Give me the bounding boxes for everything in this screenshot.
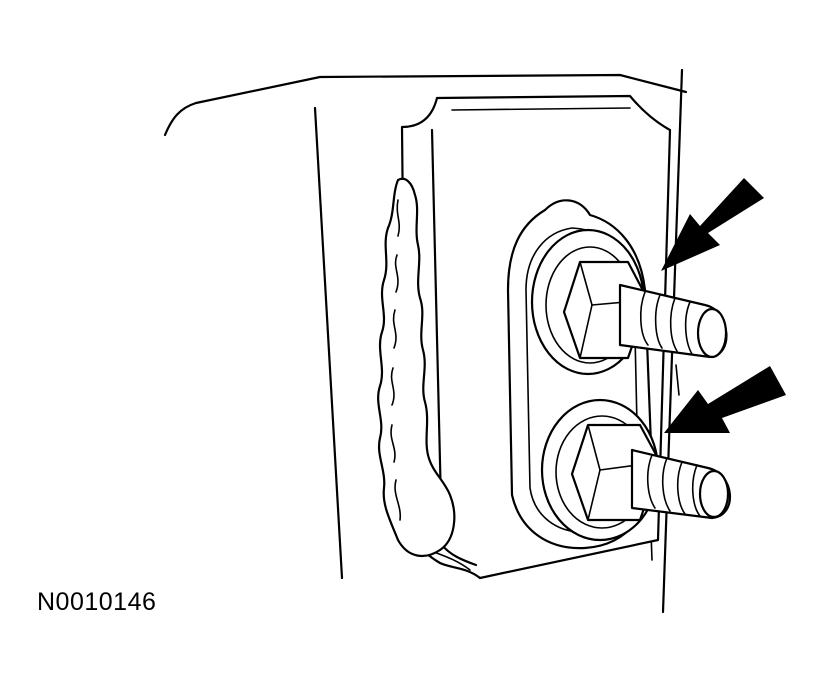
- upper-nut-assembly: [530, 228, 728, 376]
- lower-nut-assembly: [540, 398, 731, 542]
- upper-callout-arrow-icon: [661, 178, 764, 271]
- figure-id-label: N0010146: [37, 588, 157, 616]
- lower-callout-arrow-icon: [664, 366, 786, 433]
- weld-bead: [377, 177, 456, 558]
